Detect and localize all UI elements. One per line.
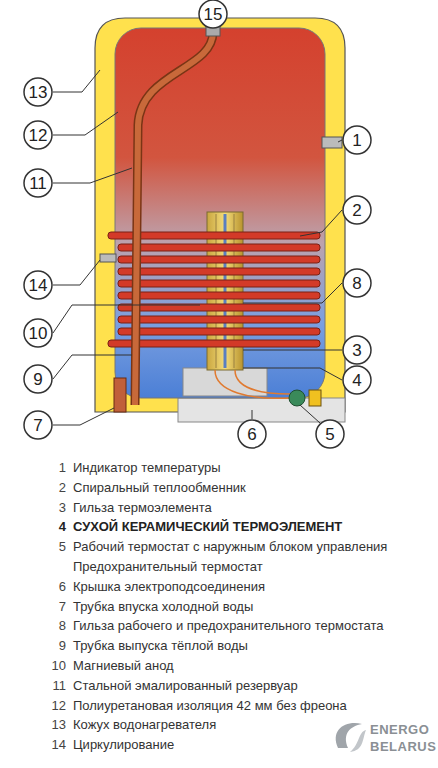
part-description: Циркулирование xyxy=(73,737,174,753)
part-description: СУХОЙ КЕРАМИЧЕСКИЙ ТЕРМОЭЛЕМЕНТ xyxy=(73,519,342,535)
part-description: Полиуретановая изоляция 42 мм без фреона xyxy=(73,698,347,714)
watermark: ENERGO xyxy=(370,722,429,738)
part-description: Гильза термоэлемента xyxy=(73,500,212,516)
callout-circle: 3 xyxy=(342,335,372,365)
part-number: 8 xyxy=(30,618,66,634)
part-description: Кожух водонагревателя xyxy=(73,717,216,733)
callout-circle: 1 xyxy=(342,125,372,155)
callout-circle: 10 xyxy=(23,318,53,348)
callout-number: 3 xyxy=(352,342,361,359)
callout-circle: 8 xyxy=(342,268,372,298)
callout-number: 11 xyxy=(29,175,47,192)
callout-number: 14 xyxy=(29,277,48,294)
watermark: BELARUS xyxy=(370,739,436,755)
part-number: 11 xyxy=(30,678,66,694)
callout-number: 6 xyxy=(247,426,256,443)
part-number: 4 xyxy=(30,519,66,535)
callout-number: 1 xyxy=(352,132,361,149)
part-number: 13 xyxy=(30,717,66,733)
callout-number: 8 xyxy=(352,275,361,292)
callout-number: 9 xyxy=(33,371,42,388)
part-number: 3 xyxy=(30,500,66,516)
part-number: 5 xyxy=(30,539,66,555)
part-description: Трубка впуска холодной воды xyxy=(73,599,253,615)
part-description: Гильза рабочего и предохранительного тер… xyxy=(73,618,383,634)
part-description: Рабочий термостат с наружным блоком упра… xyxy=(73,539,387,555)
logo xyxy=(336,723,366,752)
part-number: 2 xyxy=(30,480,66,496)
part-description: Трубка выпуска тёплой воды xyxy=(73,638,248,654)
callout-circle: 15 xyxy=(198,0,228,29)
part-description: Магниевый анод xyxy=(73,658,174,674)
callout-number: 4 xyxy=(352,372,361,389)
leader-lines xyxy=(53,70,342,425)
callout-circle: 5 xyxy=(315,419,345,449)
part-number: 12 xyxy=(30,698,66,714)
callout-circle: 11 xyxy=(23,168,53,198)
callout-number: 10 xyxy=(29,325,48,342)
part-number: 1 xyxy=(30,460,66,476)
callout-circle: 12 xyxy=(23,120,53,150)
callout-circle: 7 xyxy=(23,410,53,440)
flange xyxy=(183,368,267,396)
callout-circle: 6 xyxy=(237,419,267,449)
callout-circle: 4 xyxy=(342,365,372,395)
part-description: Крышка электроподсоединения xyxy=(73,579,265,595)
callout-number: 12 xyxy=(29,127,48,144)
callout-circle: 13 xyxy=(23,77,53,107)
callout-number: 15 xyxy=(204,6,223,23)
part-number: 6 xyxy=(30,579,66,595)
callout-circle: 2 xyxy=(342,195,372,225)
part-description: Спиральный теплообменник xyxy=(73,480,246,496)
part-number: 14 xyxy=(30,737,66,753)
part-description: Предохранительный термостат xyxy=(73,559,263,575)
part-number: 9 xyxy=(30,638,66,654)
casing xyxy=(95,18,345,412)
part-number: 10 xyxy=(30,658,66,674)
part-description: Индикатор температуры xyxy=(73,460,221,476)
part-number: 7 xyxy=(30,599,66,615)
callout-circle: 9 xyxy=(23,364,53,394)
callout-number: 5 xyxy=(325,426,334,443)
callout-number: 7 xyxy=(33,417,42,434)
part-description: Стальной эмалированный резервуар xyxy=(73,678,298,694)
callout-number: 13 xyxy=(29,84,48,101)
callout-circle: 14 xyxy=(23,270,53,300)
callout-number: 2 xyxy=(352,202,361,219)
